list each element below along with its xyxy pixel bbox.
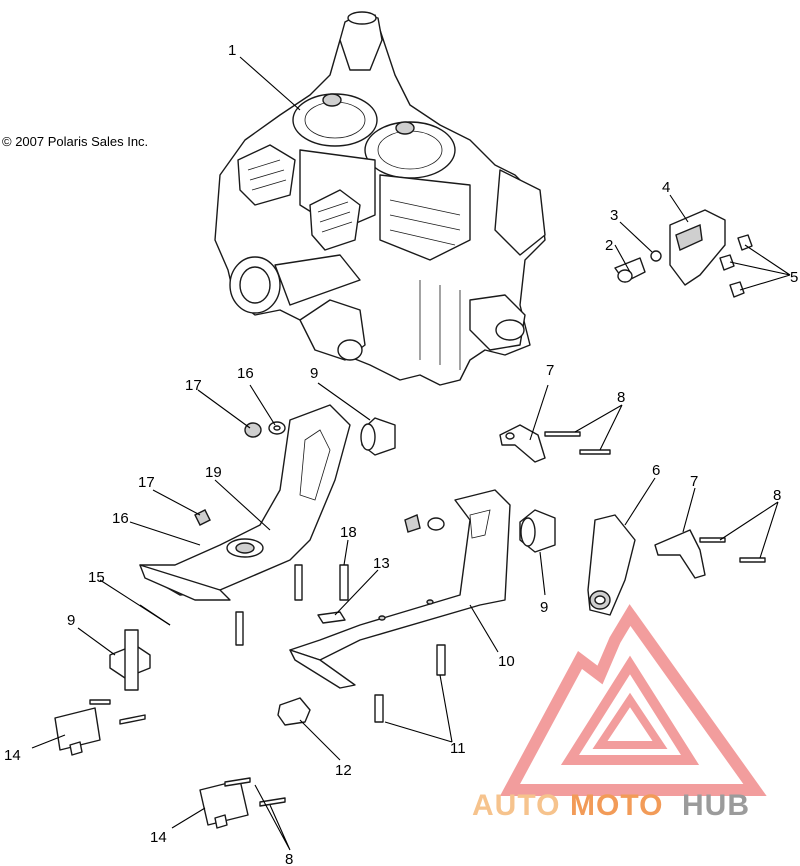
left-mount-bracket xyxy=(139,404,351,601)
automotohub-watermark: AUTO MOTO HUB xyxy=(472,604,767,822)
callout-17: 17 xyxy=(185,377,202,394)
callout-13: 13 xyxy=(373,555,390,572)
callout-16: 16 xyxy=(237,365,254,382)
callout-7: 7 xyxy=(690,473,698,490)
callout-14: 14 xyxy=(4,747,21,764)
plate-6 xyxy=(587,514,636,616)
nut-17-upper xyxy=(244,422,262,438)
callout-15: 15 xyxy=(88,569,105,586)
callout-1: 1 xyxy=(228,42,236,59)
callout-11: 11 xyxy=(450,740,466,757)
watermark-auto: AUTO xyxy=(472,789,560,822)
callout-14: 14 xyxy=(150,829,167,846)
callout-7: 7 xyxy=(546,362,554,379)
callout-8: 8 xyxy=(617,389,625,406)
copyright-text: © 2007 Polaris Sales Inc. xyxy=(2,134,148,149)
right-upper-plate xyxy=(499,424,611,463)
callout-2: 2 xyxy=(605,237,613,254)
washer-3 xyxy=(650,250,662,262)
callout-9: 9 xyxy=(67,612,75,629)
callout-17: 17 xyxy=(138,474,155,491)
callout-4: 4 xyxy=(662,179,670,196)
watermark-logo-mark xyxy=(499,604,767,796)
leader-lines xyxy=(31,56,791,851)
nut-17-lower xyxy=(194,509,211,526)
callout-16: 16 xyxy=(112,510,129,527)
callout-9: 9 xyxy=(540,599,548,616)
callout-12: 12 xyxy=(335,762,352,779)
callout-8: 8 xyxy=(285,851,293,866)
callout-labels: 1 2 3 4 5 16 17 9 7 8 19 17 16 18 13 6 7… xyxy=(4,42,798,866)
callout-3: 3 xyxy=(610,207,618,224)
callout-8: 8 xyxy=(773,487,781,504)
upper-mount-bracket xyxy=(614,209,753,298)
watermark-hub: HUB xyxy=(682,789,750,822)
callout-5: 5 xyxy=(790,269,798,286)
callout-6: 6 xyxy=(652,462,660,479)
callout-9: 9 xyxy=(310,365,318,382)
plate-7-right xyxy=(654,529,706,579)
callout-10: 10 xyxy=(498,653,515,670)
plate-14-upper xyxy=(54,707,101,751)
callout-18: 18 xyxy=(340,524,357,541)
main-bracket-10 xyxy=(289,489,511,689)
engine-assembly xyxy=(214,11,546,386)
callout-19: 19 xyxy=(205,464,222,481)
watermark-moto: MOTO xyxy=(570,789,663,822)
